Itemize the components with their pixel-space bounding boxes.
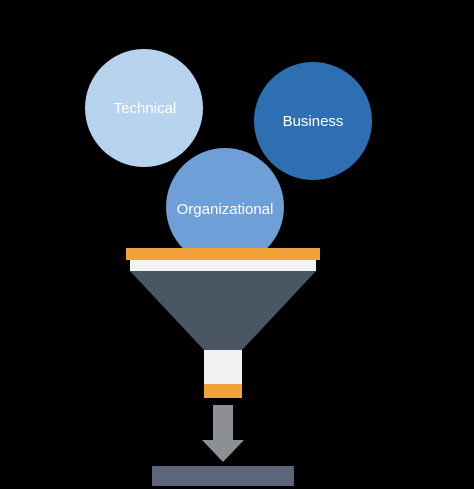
business-label: Business — [283, 113, 344, 130]
funnel-rim-light — [130, 260, 316, 271]
funnel — [126, 248, 320, 398]
technical-node: Technical — [85, 49, 203, 167]
technical-circle — [85, 49, 203, 167]
funnel-rim-orange — [126, 248, 320, 260]
funnel-neck — [204, 350, 242, 384]
output-caption-box — [152, 466, 294, 486]
technical-label: Technical — [114, 100, 177, 117]
down-arrow-shape — [202, 405, 244, 462]
organizational-label: Organizational — [177, 201, 274, 218]
business-node: Business — [254, 62, 372, 180]
down-arrow-icon — [202, 405, 244, 462]
business-circle — [254, 62, 372, 180]
funnel-neck-band — [204, 384, 242, 398]
funnel-cone — [130, 271, 316, 350]
organizational-node: Organizational — [166, 148, 284, 266]
organizational-circle — [166, 148, 284, 266]
